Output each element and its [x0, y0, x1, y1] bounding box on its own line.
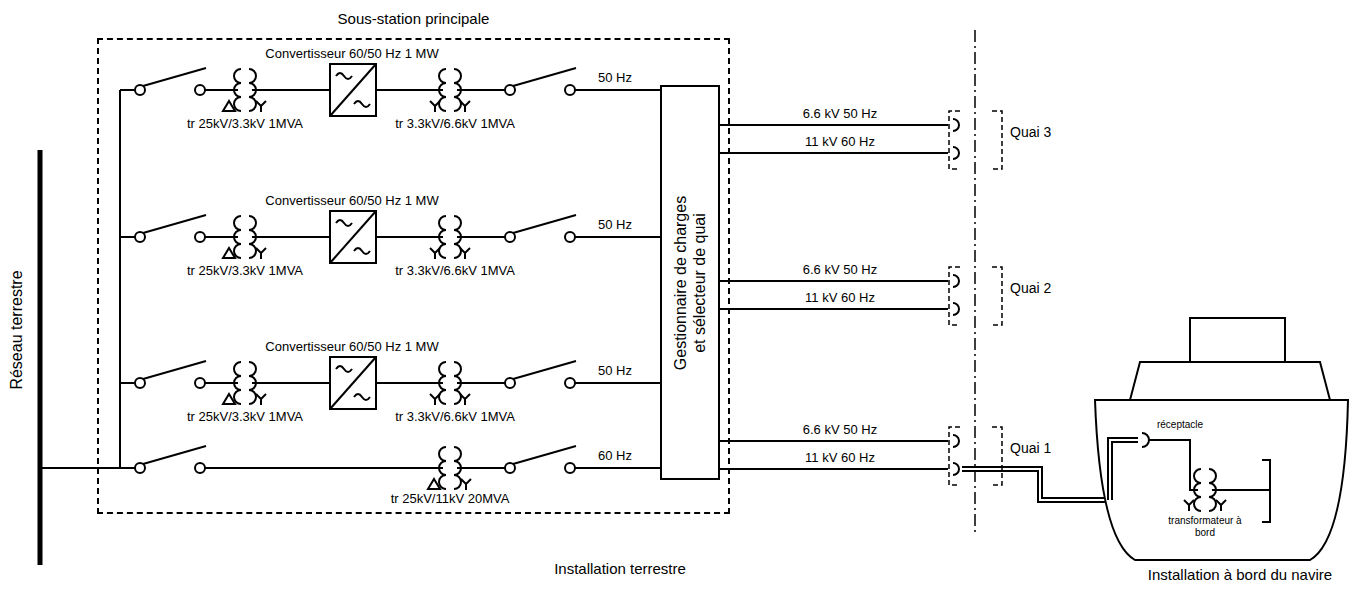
frequency-label: 50 Hz: [598, 217, 632, 233]
onboard-transformer-label: transformateur à bord: [1165, 515, 1245, 539]
feeder-label: 11 kV 60 Hz: [803, 134, 877, 150]
socket-symbol: [953, 275, 959, 287]
feeder-line: [720, 280, 948, 282]
feeder-label: 6.6 kV 50 Hz: [801, 106, 879, 122]
quay-label: Quai 3: [1010, 124, 1051, 141]
manager-label: Gestionnaire de charges et sélecteur de …: [671, 188, 709, 378]
feeder-label: 6.6 kV 50 Hz: [801, 262, 879, 278]
transformer-label: tr 25kV/3.3kV 1MVA: [187, 116, 303, 132]
quay-socket: Quai 2: [948, 266, 1058, 326]
transformer-label: tr 3.3kV/6.6kV 1MVA: [395, 116, 515, 132]
grid-label: Réseau terrestre: [7, 270, 26, 389]
frequency-label: 50 Hz: [598, 70, 632, 86]
feeder-label: 11 kV 60 Hz: [803, 290, 877, 306]
socket-symbol: [953, 119, 959, 131]
transformer-label: tr 3.3kV/6.6kV 1MVA: [395, 409, 515, 425]
feeder-label: 6.6 kV 50 Hz: [801, 422, 879, 438]
transformer-label: tr 25kV/11kV 20MVA: [391, 491, 510, 507]
frame-title: Sous-station principale: [99, 10, 728, 28]
bracket-outline: [949, 427, 1002, 485]
frequency-label: 50 Hz: [598, 363, 632, 379]
area-label: Installation à bord du navire: [1148, 566, 1332, 584]
quay-label: Quai 1: [1010, 440, 1051, 457]
socket-symbol: [953, 147, 959, 159]
transformer-label: tr 25kV/3.3kV 1MVA: [187, 409, 303, 425]
quay-socket: Quai 3: [948, 110, 1058, 170]
feeder-line: [720, 440, 948, 442]
feeder-line: [720, 468, 948, 470]
feeder-line: [720, 152, 948, 154]
transformer-label: tr 25kV/3.3kV 1MVA: [187, 263, 303, 279]
bracket-outline: [949, 267, 1002, 325]
socket-symbol: [953, 435, 959, 447]
load-manager-box: Gestionnaire de charges et sélecteur de …: [660, 85, 720, 480]
feeder-label: 11 kV 60 Hz: [803, 450, 877, 466]
converter-label: Convertisseur 60/50 Hz 1 MW: [265, 193, 438, 209]
area-label: Installation terrestre: [554, 560, 686, 578]
receptacle-label: réceptacle: [1157, 419, 1203, 431]
quay-label: Quai 2: [1010, 280, 1051, 297]
transformer-label: tr 3.3kV/6.6kV 1MVA: [395, 263, 515, 279]
converter-label: Convertisseur 60/50 Hz 1 MW: [265, 46, 438, 62]
socket-symbol: [953, 303, 959, 315]
feeder-line: [720, 308, 948, 310]
bracket-outline: [949, 111, 1002, 169]
converter-label: Convertisseur 60/50 Hz 1 MW: [265, 339, 438, 355]
quay-socket: Quai 1: [948, 426, 1058, 486]
socket-symbol: [953, 463, 959, 475]
frequency-label: 60 Hz: [598, 448, 632, 464]
feeder-line: [720, 124, 948, 126]
